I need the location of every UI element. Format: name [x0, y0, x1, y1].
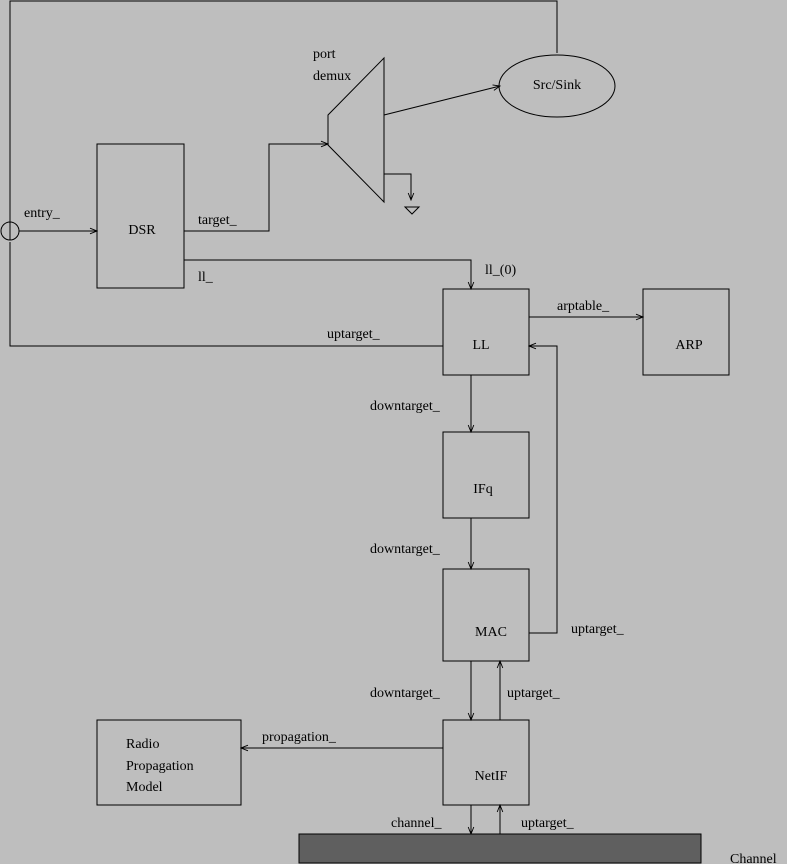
radio-label-1: Radio: [126, 737, 159, 752]
radio-label-2: Propagation: [126, 759, 194, 774]
uptarget-ll-label: uptarget_: [327, 327, 381, 342]
edge-srcsink-to-entry: [9, 0, 558, 222]
edge-ll: [184, 259, 471, 289]
arptable-label: arptable_: [557, 299, 610, 314]
uptarget-mac-label: uptarget_: [571, 622, 625, 637]
netif-label: NetIF: [475, 769, 508, 784]
channel-bar: [298, 833, 702, 864]
radio-label-3: Model: [126, 780, 163, 795]
arp-label: ARP: [675, 338, 702, 353]
edge-target: [184, 144, 328, 232]
port-demux-node: [327, 56, 385, 204]
target-label: target_: [198, 213, 238, 228]
downtarget-ll-label: downtarget_: [370, 399, 441, 414]
mac-node: [442, 568, 530, 662]
ll-node: [442, 288, 530, 376]
radio-propagation-node: [96, 719, 242, 806]
edge-ll-uptarget: [9, 242, 443, 347]
propagation-label: propagation_: [262, 730, 337, 745]
mac-label: MAC: [475, 625, 507, 640]
downtarget-mac-label: downtarget_: [370, 686, 441, 701]
downtarget-ifq-label: downtarget_: [370, 542, 441, 557]
ground-icon: [403, 206, 421, 215]
port-demux-label-1: port: [313, 47, 336, 62]
edge-demux-ground: [384, 173, 411, 200]
channel-label: Channel: [730, 852, 777, 864]
edge-uptarget-mac: [529, 346, 558, 634]
arp-node: [642, 288, 730, 376]
dsr-node: [96, 143, 185, 289]
uptarget-channel-label: uptarget_: [521, 816, 575, 831]
ifq-label: IFq: [473, 482, 492, 497]
port-demux-label-2: demux: [313, 69, 351, 84]
edge-demux-srcsink: [383, 86, 500, 116]
src-sink-node: [498, 54, 616, 118]
ifq-node: [442, 431, 530, 519]
ll-edge-label: ll_: [198, 270, 214, 285]
ll-label: LL: [472, 338, 489, 353]
src-sink-label: Src/Sink: [533, 78, 581, 93]
uptarget-netif-label: uptarget_: [507, 686, 561, 701]
entry-label: entry_: [24, 206, 61, 221]
channel-edge-label: channel_: [391, 816, 443, 831]
netif-node: [442, 719, 530, 806]
dsr-label: DSR: [128, 223, 156, 238]
ll0-label: ll_(0): [485, 263, 516, 278]
